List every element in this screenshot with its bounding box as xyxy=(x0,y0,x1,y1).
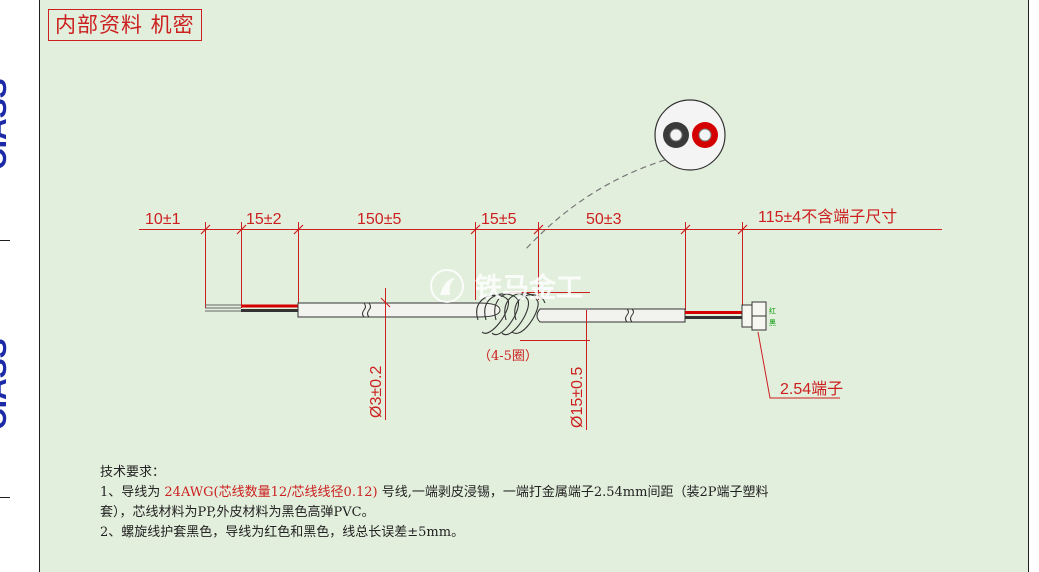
detail-leader xyxy=(524,159,666,251)
side-text-bottom: CIASS xyxy=(0,338,13,430)
terminal-leader xyxy=(757,331,840,399)
break-mark-right xyxy=(625,308,634,323)
cross-section-detail xyxy=(654,99,726,171)
dia-cable-label: Ø3±0.2 xyxy=(368,366,385,418)
connector-label-black: 黑 xyxy=(769,319,776,327)
stripped-wires xyxy=(205,304,298,312)
coil-turns-label: （4-5圈） xyxy=(478,349,538,364)
notes-line-1: 1、导线为 24AWG(芯线数量12/芯线线径0.12) 号线,一端剥皮浸锡，一… xyxy=(100,483,930,503)
coil xyxy=(476,291,546,336)
dimension-ticks xyxy=(200,224,748,235)
connector xyxy=(741,301,767,331)
cable-sheath xyxy=(297,302,501,318)
break-mark xyxy=(362,302,371,318)
notes-line1-prefix: 1、导线为 xyxy=(100,485,165,500)
notes-line-3: 2、螺旋线护套黑色，导线为红色和黑色，线总长误差±5mm。 xyxy=(100,525,465,540)
side-text-top: CIASS xyxy=(0,78,13,170)
notes-line1-suffix: 号线,一端剥皮浸锡，一端打金属端子2.54mm间距（装2P端子塑料 xyxy=(377,485,769,500)
watermark: 铁马金工 xyxy=(430,269,583,304)
dia-cable-tick xyxy=(380,297,391,308)
frame-right-margin xyxy=(1029,0,1039,572)
dim-115: 115±4不含端子尺寸 xyxy=(758,208,897,226)
confidential-stamp: 内部资料 机密 xyxy=(48,9,202,41)
frame-left-margin xyxy=(0,0,39,572)
notes-line1-highlight: 24AWG(芯线数量12/芯线线径0.12) xyxy=(164,485,378,500)
wire-red-right xyxy=(685,311,742,314)
wire-black-right xyxy=(685,316,742,319)
dim-15b: 15±5 xyxy=(481,211,517,228)
notes-title: 技术要求： xyxy=(100,465,166,480)
dim-10: 10±1 xyxy=(145,211,181,228)
technical-notes: 技术要求： 1、导线为 24AWG(芯线数量12/芯线线径0.12) 号线,一端… xyxy=(100,463,930,543)
watermark-text: 铁马金工 xyxy=(475,272,583,304)
extension-lines xyxy=(205,222,743,310)
wire-red-core xyxy=(698,128,712,142)
connector-label-red: 红 xyxy=(769,306,776,315)
dim-50: 50±3 xyxy=(586,211,622,228)
dia-coil-label: Ø15±0.5 xyxy=(569,367,586,428)
dim-150: 150±5 xyxy=(357,211,401,228)
terminal-label: 2.54端子 xyxy=(780,380,843,398)
wire-black-core xyxy=(669,128,683,142)
watermark-logo-icon xyxy=(430,269,464,303)
dim-15a: 15±2 xyxy=(246,211,282,228)
notes-line-2: 套），芯线材料为PP,外皮材料为黑色高弹PVC。 xyxy=(100,505,375,520)
watermark-logo-mark xyxy=(440,278,455,295)
cable-sheath-right xyxy=(536,308,686,323)
